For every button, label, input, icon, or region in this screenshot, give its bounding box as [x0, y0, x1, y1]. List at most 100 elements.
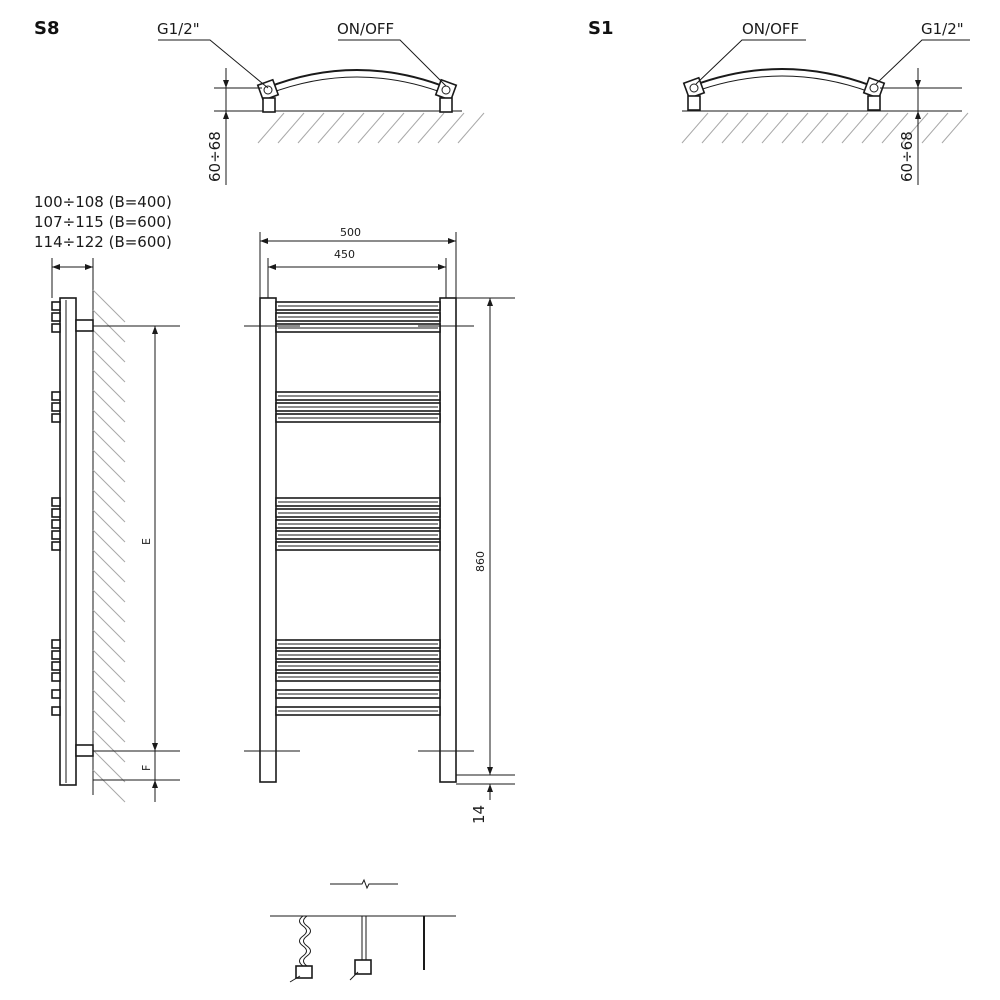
- hatch-stroke: [92, 709, 126, 743]
- hatch-stroke: [92, 489, 126, 523]
- s1-gap-label: 60÷68: [898, 131, 916, 182]
- hatch-stroke: [92, 669, 126, 703]
- hatch-stroke: [457, 112, 485, 144]
- side-bar-end: [51, 413, 61, 423]
- hatch-stroke: [257, 112, 285, 144]
- depth-label-3: 114÷122 (B=600): [34, 233, 172, 251]
- hatch-stroke: [781, 112, 809, 144]
- outer-width-arrow-left: [260, 238, 268, 244]
- depth-label-1: 100÷108 (B=400): [34, 193, 172, 211]
- side-bar-end: [51, 519, 61, 529]
- height-arrow-top: [487, 298, 493, 306]
- s8-thread-leader: [158, 39, 269, 89]
- right-collector: [439, 297, 457, 783]
- hatch-stroke: [92, 449, 126, 483]
- hatch-stroke: [297, 112, 325, 144]
- s8-switch-label: ON/OFF: [337, 20, 394, 38]
- s8-right-bracket: [439, 97, 453, 113]
- height-label: 860: [474, 551, 487, 572]
- hatch-stroke: [92, 689, 126, 723]
- side-bar-end: [51, 650, 61, 660]
- hatch-stroke: [821, 112, 849, 144]
- front-bars: [275, 301, 441, 716]
- s8-switch-leader: [338, 39, 447, 87]
- s1-right-bracket: [867, 95, 881, 111]
- hatch-stroke: [397, 112, 425, 144]
- hatch-stroke: [941, 112, 969, 144]
- hatch-stroke: [701, 112, 729, 144]
- hatch-stroke: [92, 569, 126, 603]
- side-view: 100÷108 (B=400) 107÷115 (B=600) 114÷122 …: [34, 193, 180, 803]
- side-bar-profiles: [51, 301, 61, 716]
- s8-gap-arrow-bottom: [223, 111, 229, 119]
- s1-thread-label: G1/2": [921, 20, 964, 38]
- hatch-stroke: [721, 112, 749, 144]
- hatch-stroke: [92, 769, 126, 803]
- heater-plug-right: [354, 959, 372, 975]
- hatch-stroke: [801, 112, 829, 144]
- hatch-stroke: [92, 629, 126, 663]
- hatch-stroke: [761, 112, 789, 144]
- side-bar-end: [51, 706, 61, 716]
- hatch-stroke: [377, 112, 405, 144]
- e-arrow-bottom: [152, 743, 158, 751]
- hatch-stroke: [92, 389, 126, 423]
- height-arrow-bottom: [487, 767, 493, 775]
- hatch-stroke: [92, 349, 126, 383]
- s1-curved-rail: [691, 68, 873, 87]
- hatch-stroke: [277, 112, 305, 144]
- s1-top-view: S1 ON/OFF G1/2" 60÷68: [588, 18, 970, 185]
- s8-curved-rail: [265, 69, 449, 89]
- hatch-stroke: [92, 289, 126, 323]
- hatch-stroke: [92, 329, 126, 363]
- f-arrow-bottom: [152, 780, 158, 788]
- heater-coiled-cable: [299, 915, 307, 967]
- s1-right-valve-bore: [869, 83, 879, 93]
- hatch-stroke: [92, 409, 126, 443]
- s8-top-view: S8 G1/2" ON/OFF 60÷68: [34, 18, 485, 185]
- side-bar-end: [51, 312, 61, 322]
- front-view: 500 450 860 14: [244, 226, 515, 824]
- s8-wall-hatching: [257, 112, 485, 144]
- side-bar-end: [51, 541, 61, 551]
- inner-width-arrow-right: [438, 264, 446, 270]
- s1-left-bracket: [687, 95, 701, 111]
- side-radiator-body: [59, 297, 77, 786]
- hatch-stroke: [92, 549, 126, 583]
- s8-left-valve-bore: [263, 85, 273, 95]
- hatch-stroke: [92, 369, 126, 403]
- s1-left-switch-bore: [689, 83, 699, 93]
- hatch-stroke: [92, 589, 126, 623]
- side-wall-hatching: [92, 289, 126, 803]
- e-label: E: [140, 538, 153, 545]
- s1-label: S1: [588, 18, 614, 39]
- heater-break-line: [330, 878, 398, 890]
- hatch-stroke: [92, 469, 126, 503]
- s1-thread-leader: [875, 39, 970, 85]
- heater-coiled-cable-2: [303, 915, 311, 967]
- e-arrow-top: [152, 326, 158, 334]
- hatch-stroke: [437, 112, 465, 144]
- hatch-stroke: [861, 112, 889, 144]
- heater-detail: [270, 878, 456, 983]
- hatch-stroke: [92, 729, 126, 763]
- s8-right-switch: [434, 78, 458, 102]
- offset-label: 14: [470, 805, 488, 824]
- side-bar-end: [51, 301, 61, 311]
- heater-plug-left: [295, 965, 313, 979]
- hatch-stroke: [92, 429, 126, 463]
- hatch-stroke: [901, 112, 929, 144]
- inner-width-label: 450: [334, 248, 355, 261]
- s8-gap-arrow-top: [223, 80, 229, 88]
- s8-left-valve: [256, 78, 280, 102]
- depth-arrow-right: [85, 264, 93, 270]
- outer-width-label: 500: [340, 226, 361, 239]
- inner-width-arrow-left: [268, 264, 276, 270]
- offset-arrow: [487, 784, 493, 792]
- hatch-stroke: [92, 609, 126, 643]
- s8-left-bracket: [262, 97, 276, 113]
- s1-curved-rail-inner: [693, 75, 871, 93]
- hatch-stroke: [881, 112, 909, 144]
- s1-switch-leader: [695, 39, 806, 85]
